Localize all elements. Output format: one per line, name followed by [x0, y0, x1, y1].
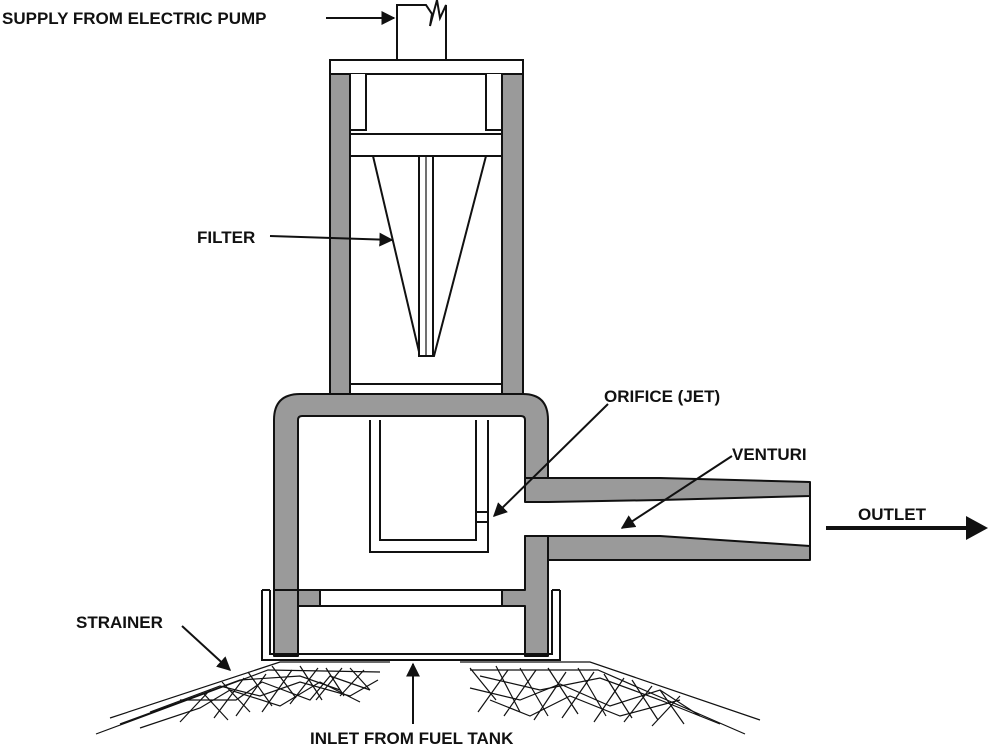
housing-cap — [329, 59, 524, 131]
inlet-label: INLET FROM FUEL TANK — [310, 729, 514, 748]
outlet-label: OUTLET — [858, 505, 927, 524]
filter-mount-plate — [349, 133, 503, 157]
strainer-mesh-left — [95, 661, 390, 735]
nozzle — [369, 420, 489, 553]
strainer-leader — [181, 625, 232, 671]
filter-leader — [269, 232, 394, 247]
orifice-label: ORIFICE (JET) — [604, 387, 720, 406]
orifice-leader — [493, 403, 609, 517]
supply-pipe — [396, 0, 447, 72]
filter-label: FILTER — [197, 228, 255, 247]
strainer-cup — [261, 589, 561, 661]
outlet-arrow — [826, 516, 988, 540]
strainer-label: STRAINER — [76, 613, 163, 632]
venturi-leader — [620, 455, 733, 529]
pump-body — [273, 393, 811, 657]
supply-label: SUPPLY FROM ELECTRIC PUMP — [2, 9, 266, 28]
venturi-label: VENTURI — [732, 445, 807, 464]
filter-retainer — [349, 383, 503, 395]
filter-cone — [372, 155, 487, 357]
strainer-mesh-right — [460, 661, 761, 735]
base-plate — [319, 589, 503, 607]
